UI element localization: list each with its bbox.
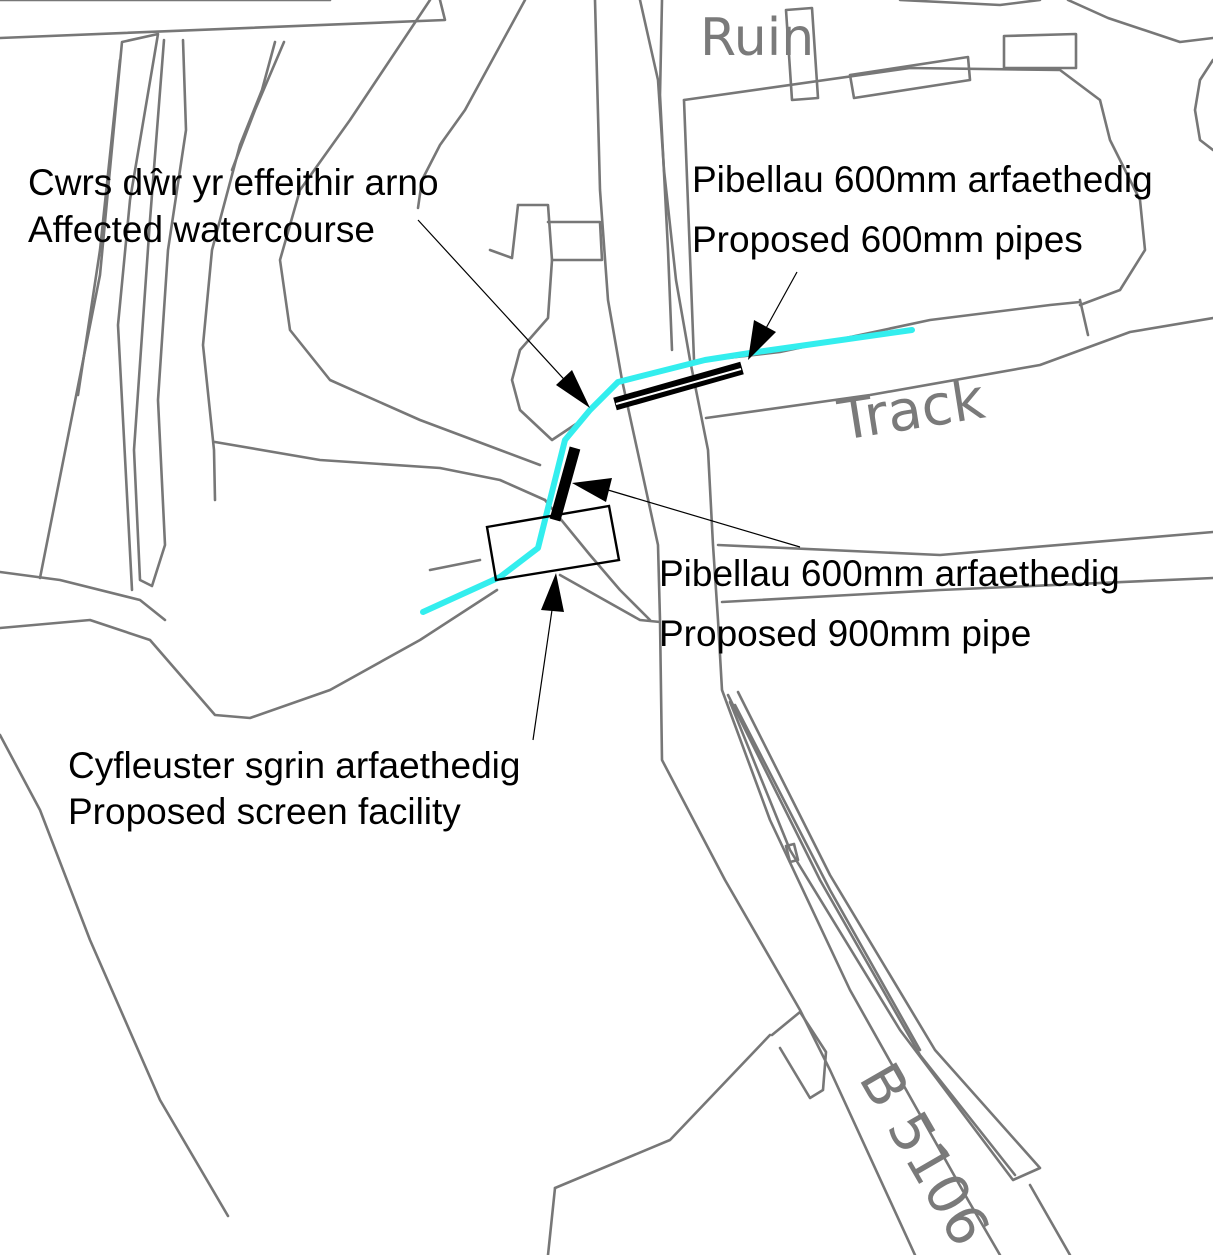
base-enclosure-west (682, 98, 696, 362)
label-screen-facility-welsh: Cyfleuster sgrin arfaethedig (68, 745, 520, 786)
base-road-west-curb (658, 0, 674, 352)
arrowhead-pipe-900mm (572, 478, 612, 502)
leader-pipes-600mm (764, 271, 798, 331)
screen-facility-rectangle (485, 504, 621, 582)
track-label: Track (833, 367, 989, 454)
base-line-top-left-1 (0, 0, 447, 40)
base-bottom-left (0, 733, 230, 1218)
base-right-road-south (720, 576, 1213, 604)
callout-leaders (417, 219, 801, 741)
base-top-right-1 (1066, 0, 1213, 44)
base-building-2 (546, 220, 604, 262)
base-lower-area (553, 1033, 772, 1190)
base-lower-area-2 (546, 1186, 557, 1255)
pipe-900mm (549, 446, 581, 522)
label-pipes-600mm-welsh: Pibellau 600mm arfaethedig (692, 159, 1153, 200)
base-rail-marker (784, 842, 800, 864)
leader-watercourse (417, 219, 573, 389)
leader-pipe-900mm (607, 489, 801, 548)
base-left-field (0, 570, 167, 622)
base-building-3 (488, 203, 520, 260)
label-screen-facility-english: Proposed screen facility (68, 791, 461, 832)
base-central-area (278, 0, 542, 467)
base-track-south (704, 316, 1213, 420)
base-strip-left-outer (38, 32, 160, 592)
base-top-right-2 (1193, 58, 1213, 152)
label-watercourse-english: Affected watercourse (28, 209, 375, 250)
label-pipe-900mm-english: Proposed 900mm pipe (659, 613, 1031, 654)
label-watercourse-welsh: Cwrs dŵr yr effeithir arno (28, 162, 439, 203)
label-pipe-900mm-welsh: Pibellau 600mm arfaethedig (659, 553, 1120, 594)
base-central-area-2 (416, 0, 527, 210)
base-rail-line-1 (726, 693, 1017, 1177)
pipes-600mm (613, 361, 744, 411)
label-pipes-600mm-english: Proposed 600mm pipes (692, 219, 1083, 260)
base-ruin-wall-2 (848, 55, 972, 100)
arrowhead-watercourse (556, 370, 590, 408)
arrowhead-pipes-600mm (748, 320, 776, 360)
base-strip-mid-right (201, 40, 277, 502)
base-strip-left-inner (76, 58, 122, 397)
base-lower-right-2 (1028, 1183, 1072, 1255)
base-ruin-wall-1 (784, 6, 820, 102)
base-top-right-3 (898, 0, 1042, 7)
base-enclosure (682, 66, 1147, 307)
arrowhead-screen-facility (541, 573, 564, 612)
base-right-road-north (716, 530, 1213, 557)
base-strip-right (230, 40, 286, 172)
base-ruin-box (1002, 32, 1078, 70)
base-building (510, 203, 584, 442)
ruin-label: Ruin (700, 8, 814, 68)
proposed-works (420, 327, 915, 615)
base-rail-line-2 (728, 690, 1042, 1182)
base-screen-surround-3 (558, 573, 662, 624)
leader-screen-facility (532, 609, 553, 741)
base-watercourse-bank (213, 440, 547, 502)
base-screen-surround-2 (428, 558, 482, 572)
base-lower-right (770, 1010, 828, 1100)
base-screen-surround-1 (543, 498, 652, 622)
affected-watercourse-line (420, 327, 915, 615)
base-rail-line-3 (733, 703, 922, 1052)
base-road-west-edge (593, 0, 917, 1255)
base-strip-mid (132, 38, 188, 588)
base-left-field-2 (0, 588, 499, 720)
